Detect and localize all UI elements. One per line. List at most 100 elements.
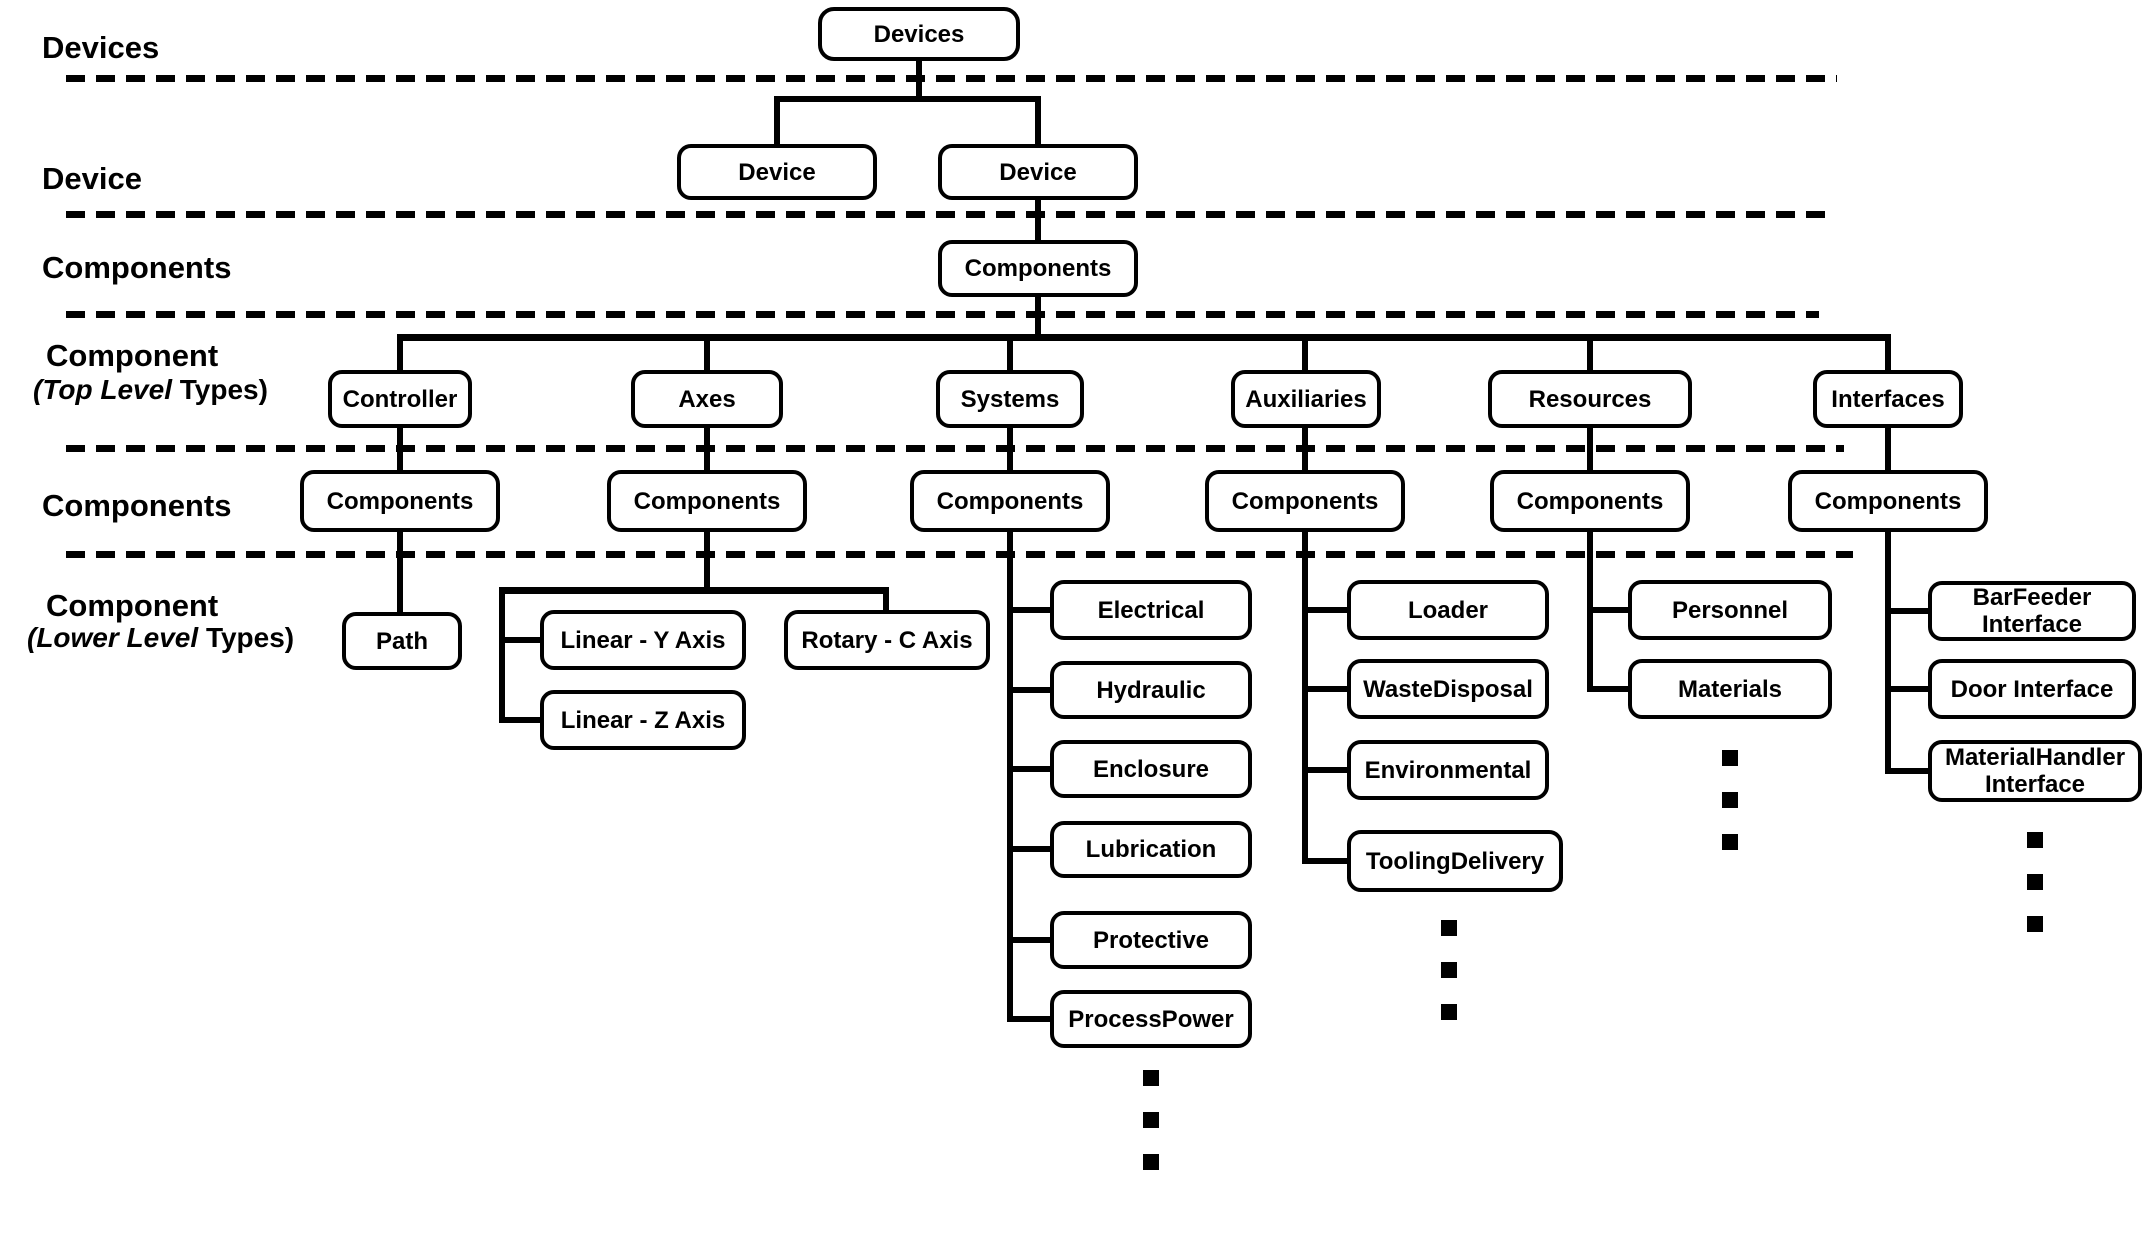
connector-drop-resources — [1587, 334, 1593, 370]
connector-auxiliaries-components — [1302, 428, 1308, 470]
connector-stub-processpower — [1013, 1016, 1050, 1022]
node-axes: Axes — [631, 370, 783, 428]
connector-resources-components — [1587, 428, 1593, 470]
node-path: Path — [342, 612, 462, 670]
connector-axes-stem — [704, 532, 710, 592]
connector-drop-auxiliaries — [1302, 334, 1308, 370]
node-environmental: Environmental — [1347, 740, 1549, 800]
ellipsis-square-icon — [1143, 1070, 1159, 1086]
connector-stub-door — [1891, 686, 1928, 692]
node-wastedisposal: WasteDisposal — [1347, 659, 1549, 719]
row-label-components-upper: Components — [42, 250, 232, 285]
connector-stub-wastedisposal — [1308, 686, 1347, 692]
connector-axes-spine — [499, 594, 505, 723]
node-axes-components: Components — [607, 470, 807, 532]
connector-stub-personnel — [1593, 607, 1628, 613]
ellipsis-square-icon — [1143, 1154, 1159, 1170]
node-controller-components: Components — [300, 470, 500, 532]
row-separator-2 — [66, 211, 1827, 218]
node-electrical: Electrical — [1050, 580, 1252, 640]
ellipsis-square-icon — [1143, 1112, 1159, 1128]
connector-systems-components — [1007, 428, 1013, 470]
connector-device-right-drop — [1035, 96, 1041, 144]
ellipsis-square-icon — [1441, 920, 1457, 936]
ellipsis-square-icon — [2027, 916, 2043, 932]
connector-components-path — [397, 532, 403, 612]
connector-stub-loader — [1308, 607, 1347, 613]
connector-stub-materialhandler — [1891, 768, 1928, 774]
row-label-components-lower: Components — [42, 488, 232, 523]
node-interfaces-components: Components — [1788, 470, 1988, 532]
node-toolingdelivery: ToolingDelivery — [1347, 830, 1563, 892]
node-processpower: ProcessPower — [1050, 990, 1252, 1048]
connector-stub-protective — [1013, 937, 1050, 943]
connector-stub-linear-y — [505, 637, 540, 643]
ellipsis-square-icon — [1441, 962, 1457, 978]
connector-drop-interfaces — [1885, 334, 1891, 370]
row-sublabel-lower-level-types: (Lower Level Types) — [27, 622, 294, 654]
connector-root-stem — [916, 59, 922, 102]
top-level-rest: Types) — [171, 374, 268, 405]
connector-systems-spine — [1007, 532, 1013, 1022]
connector-stub-lubrication — [1013, 846, 1050, 852]
connector-axes-components — [704, 428, 710, 470]
connector-components-stem — [1035, 297, 1041, 337]
connector-drop-axes — [704, 334, 710, 370]
ellipsis-square-icon — [2027, 874, 2043, 890]
node-materials: Materials — [1628, 659, 1832, 719]
connector-stub-barfeeder — [1891, 608, 1928, 614]
connector-stub-toolingdelivery — [1308, 858, 1347, 864]
node-device-right: Device — [938, 144, 1138, 200]
connector-resources-spine — [1587, 532, 1593, 692]
row-separator-1 — [66, 75, 1837, 82]
node-resources: Resources — [1488, 370, 1692, 428]
connector-stub-environmental — [1308, 767, 1347, 773]
row-separator-3 — [66, 311, 1819, 318]
node-auxiliaries: Auxiliaries — [1231, 370, 1381, 428]
connector-device-left-drop — [774, 96, 780, 144]
node-lubrication: Lubrication — [1050, 821, 1252, 878]
node-systems: Systems — [936, 370, 1084, 428]
connector-controller-components — [397, 428, 403, 470]
lower-level-rest: Types) — [198, 622, 295, 653]
connector-interfaces-components — [1885, 428, 1891, 470]
node-linear-y-axis: Linear - Y Axis — [540, 610, 746, 670]
connector-auxiliaries-spine — [1302, 532, 1308, 864]
node-devices-root: Devices — [818, 7, 1020, 61]
connector-branches-bar — [397, 334, 1891, 341]
connector-axes-bar — [499, 587, 889, 594]
node-loader: Loader — [1347, 580, 1549, 640]
connector-stub-enclosure — [1013, 766, 1050, 772]
ellipsis-square-icon — [1722, 792, 1738, 808]
node-hydraulic: Hydraulic — [1050, 661, 1252, 719]
row-sublabel-top-level-types: (Top Level Types) — [33, 374, 268, 406]
node-materialhandler-interface: MaterialHandler Interface — [1928, 740, 2142, 802]
connector-stub-linear-z — [505, 717, 540, 723]
node-barfeeder-interface: BarFeeder Interface — [1928, 581, 2136, 641]
connector-drop-controller — [397, 334, 403, 370]
connector-device-components — [1035, 200, 1041, 240]
node-linear-z-axis: Linear - Z Axis — [540, 690, 746, 750]
ellipsis-square-icon — [1722, 834, 1738, 850]
node-rotary-c-axis: Rotary - C Axis — [784, 610, 990, 670]
node-protective: Protective — [1050, 911, 1252, 969]
connector-stub-electrical — [1013, 607, 1050, 613]
node-personnel: Personnel — [1628, 580, 1832, 640]
connector-drop-systems — [1007, 334, 1013, 370]
node-device-components: Components — [938, 240, 1138, 297]
node-auxiliaries-components: Components — [1205, 470, 1405, 532]
connector-stub-materials — [1593, 686, 1628, 692]
ellipsis-square-icon — [1441, 1004, 1457, 1020]
connector-devices-bar — [774, 96, 1041, 102]
lower-level-italic: (Lower Level — [27, 622, 199, 653]
node-controller: Controller — [328, 370, 472, 428]
connector-rotary-c-drop — [883, 594, 889, 610]
ellipsis-square-icon — [2027, 832, 2043, 848]
ellipsis-square-icon — [1722, 750, 1738, 766]
node-door-interface: Door Interface — [1928, 659, 2136, 719]
row-label-devices: Devices — [42, 30, 160, 65]
row-separator-4 — [66, 445, 1844, 452]
row-label-component-top: Component — [46, 338, 219, 373]
row-label-device: Device — [42, 161, 142, 196]
